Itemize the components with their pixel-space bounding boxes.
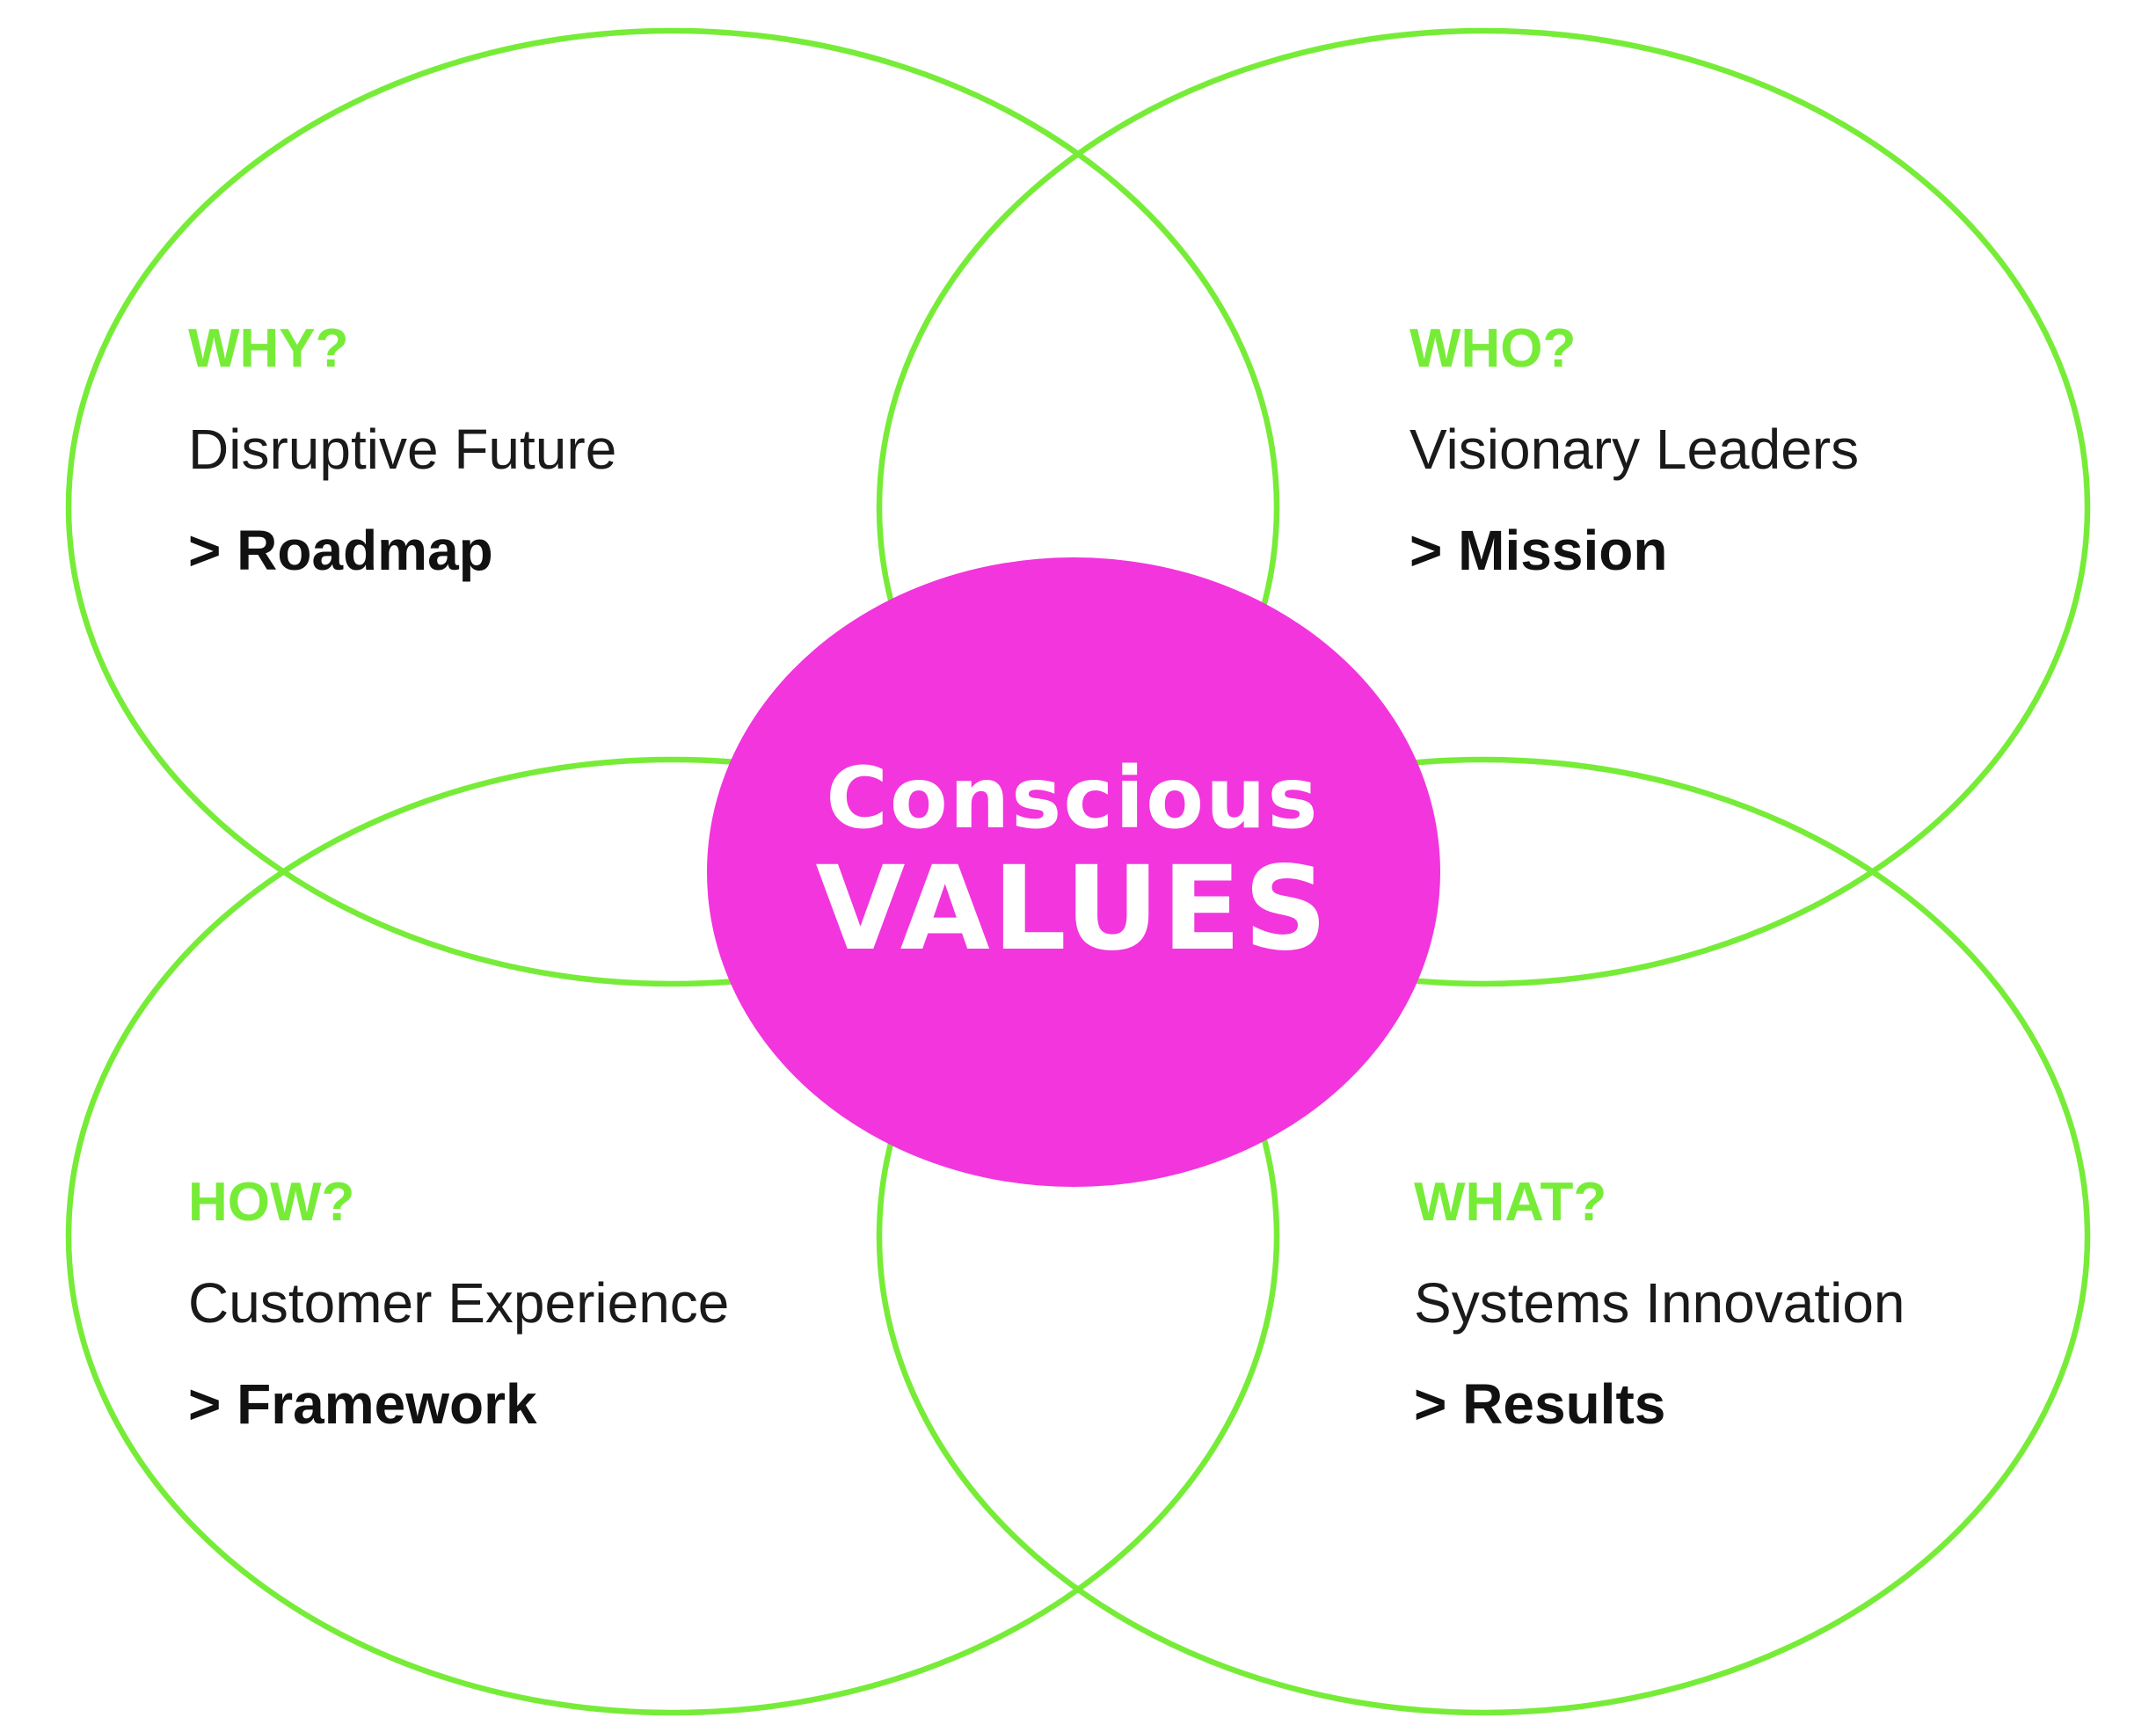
quadrant-how-heading: HOW? [188,1172,355,1233]
quadrant-why: WHY? Disruptive Future > Roadmap [188,322,616,579]
quadrant-how-subtitle: Customer Experience [188,1271,730,1335]
center-circle [707,557,1440,1187]
quadrant-who-subtitle: Visionary Leaders [1409,418,1860,481]
quadrant-why-subtitle: Disruptive Future [188,418,617,481]
quadrant-what-subtitle: Systems Innovation [1414,1271,1905,1335]
quadrant-what-heading: WHAT? [1414,1172,1607,1233]
quadrant-who-heading: WHO? [1409,318,1577,379]
center-label: Conscious VALUES [703,756,1442,967]
quadrant-what-link[interactable]: > Results [1414,1372,1666,1436]
quadrant-what: WHAT? Systems Innovation > Results [1414,1172,1905,1436]
quadrant-how-link[interactable]: > Framework [188,1372,537,1436]
quadrant-why-link[interactable]: > Roadmap [188,519,493,582]
ring-bottom-right [876,756,2091,1716]
ring-top-right [876,27,2091,987]
quadrant-how: HOW? Customer Experience > Framework [188,1172,730,1436]
ring-top-left [65,27,1280,987]
center-label-line2: VALUES [815,841,1330,977]
ring-bottom-left [65,756,1280,1716]
quadrant-who-link[interactable]: > Mission [1409,519,1668,582]
quadrant-why-heading: WHY? [188,318,349,379]
quadrant-who: WHO? Visionary Leaders > Mission [1409,322,1859,579]
center-label-line1: Conscious [826,749,1320,848]
